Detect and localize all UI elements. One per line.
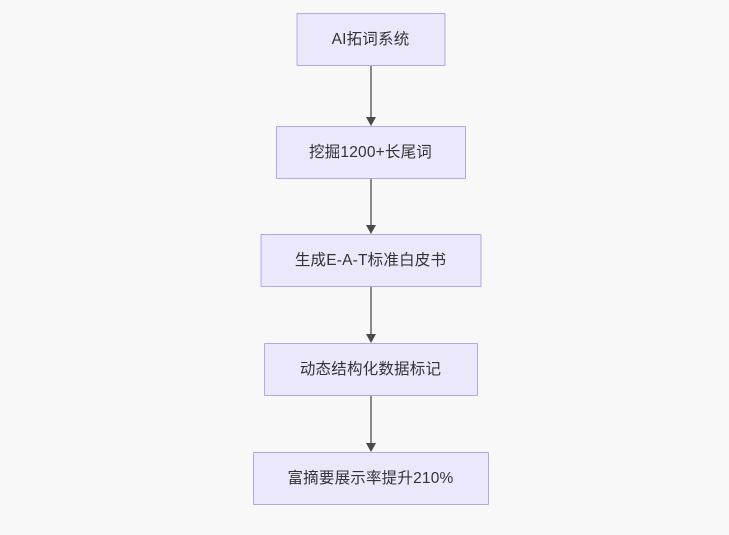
arrow-down-icon xyxy=(365,225,376,234)
flowchart-edge-1 xyxy=(365,66,377,126)
flowchart-node-generate-eat-whitepaper[interactable]: 生成E-A-T标准白皮书 xyxy=(260,234,481,287)
edge-line xyxy=(369,396,372,443)
node-label: AI拓词系统 xyxy=(331,30,410,48)
arrow-down-icon xyxy=(365,334,376,343)
edge-line xyxy=(369,287,372,334)
arrow-down-icon xyxy=(365,443,376,452)
edge-line xyxy=(369,66,372,117)
edge-line xyxy=(369,179,372,225)
flowchart-edge-2 xyxy=(365,179,377,234)
node-label: 动态结构化数据标记 xyxy=(299,360,442,378)
flowchart-edge-4 xyxy=(365,396,377,452)
node-label: 生成E-A-T标准白皮书 xyxy=(294,251,447,269)
flowchart-edge-3 xyxy=(365,287,377,343)
node-label: 挖掘1200+长尾词 xyxy=(308,143,433,161)
flowchart-node-dynamic-structured-data-markup[interactable]: 动态结构化数据标记 xyxy=(263,343,478,396)
flowchart-node-rich-snippet-rate-increase[interactable]: 富摘要展示率提升210% xyxy=(252,452,489,505)
arrow-down-icon xyxy=(365,117,376,126)
flowchart-node-ai-keyword-system[interactable]: AI拓词系统 xyxy=(296,13,445,66)
flowchart-node-mine-longtail-keywords[interactable]: 挖掘1200+长尾词 xyxy=(275,126,466,179)
node-label: 富摘要展示率提升210% xyxy=(287,469,454,487)
